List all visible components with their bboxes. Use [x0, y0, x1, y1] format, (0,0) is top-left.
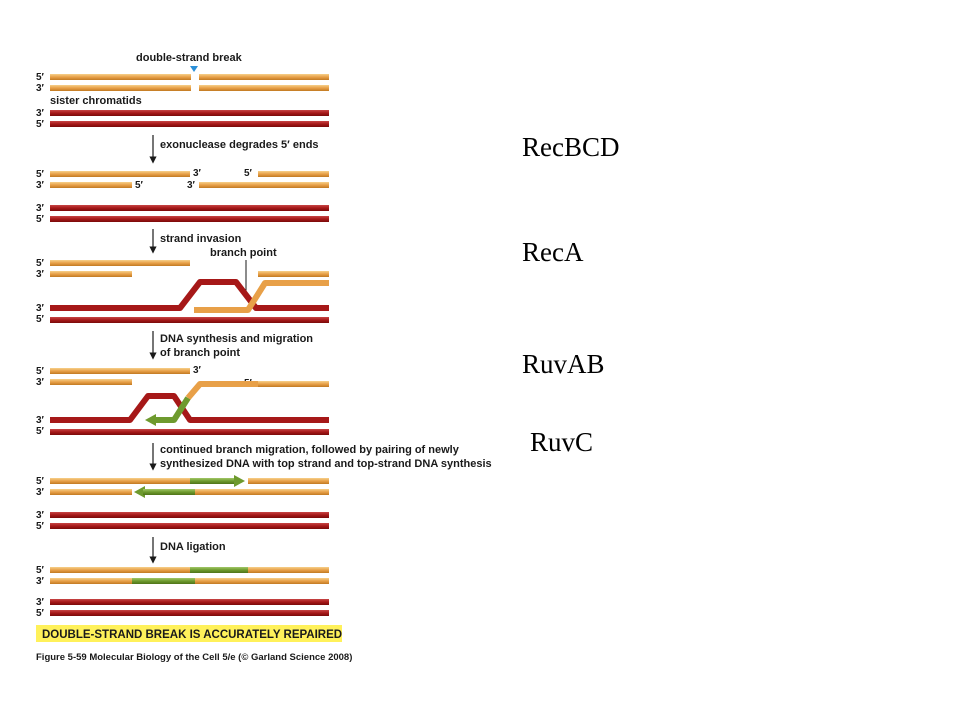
orange-strand	[50, 182, 132, 188]
end-label: 5′	[36, 214, 45, 225]
end-label: 3′	[36, 487, 45, 498]
red-strand	[50, 523, 329, 529]
result-banner	[36, 625, 342, 642]
orange-strand	[50, 489, 132, 495]
end-label: 3′	[193, 365, 202, 376]
enzyme-label-reca: RecA	[522, 237, 584, 267]
label-dna-ligation: DNA ligation	[160, 541, 226, 553]
label-double-strand-break: double-strand break	[136, 52, 243, 64]
end-label: 5′	[36, 314, 45, 325]
enzyme-label-recbcd: RecBCD	[522, 132, 620, 162]
label-dna-synthesis: DNA synthesis and migration	[160, 333, 313, 345]
orange-strand	[50, 260, 190, 266]
red-strand	[50, 110, 329, 116]
end-label: 5′	[36, 119, 45, 130]
end-label: 3′	[36, 269, 45, 280]
end-label: 3′	[36, 576, 45, 587]
end-label: 5′	[36, 521, 45, 532]
green-arrowhead-icon	[234, 475, 245, 487]
orange-strand	[199, 182, 329, 188]
end-label: 3′	[36, 108, 45, 119]
green-strand	[143, 489, 195, 495]
orange-strand	[50, 85, 191, 91]
end-label: 3′	[36, 203, 45, 214]
orange-strand	[258, 171, 329, 177]
red-strand	[50, 216, 329, 222]
orange-strand	[199, 74, 329, 80]
result-banner-text: DOUBLE-STRAND BREAK IS ACCURATELY REPAIR…	[42, 629, 342, 641]
end-label: 5′	[36, 72, 45, 83]
orange-strand	[50, 578, 132, 584]
end-label: 3′	[36, 83, 45, 94]
red-strand	[50, 317, 329, 323]
label-continued-migration: continued branch migration, followed by …	[160, 444, 460, 456]
end-label: 5′	[36, 366, 45, 377]
orange-strand	[50, 271, 132, 277]
green-strand	[190, 567, 248, 573]
orange-strand	[248, 567, 329, 573]
red-strand	[50, 610, 329, 616]
end-label: 3′	[36, 180, 45, 191]
end-label: 3′	[36, 415, 45, 426]
orange-strand	[50, 379, 132, 385]
orange-strand	[258, 381, 329, 387]
red-strand	[50, 512, 329, 518]
orange-strand	[50, 74, 191, 80]
end-label: 3′	[36, 597, 45, 608]
green-arrowhead-icon	[145, 414, 156, 426]
end-label: 3′	[36, 510, 45, 521]
break-marker-icon	[190, 66, 198, 72]
red-strand	[50, 393, 329, 423]
end-label: 5′	[36, 258, 45, 269]
end-label: 5′	[36, 426, 45, 437]
orange-strand	[185, 381, 258, 400]
end-label: 3′	[36, 377, 45, 388]
green-strand	[190, 478, 236, 484]
green-strand	[132, 578, 195, 584]
red-strand	[50, 279, 329, 311]
orange-strand	[50, 567, 190, 573]
end-label: 5′	[135, 180, 144, 191]
orange-strand	[194, 280, 329, 313]
enzyme-label-ruvc: RuvC	[530, 427, 593, 457]
orange-strand	[50, 368, 190, 374]
label-exonuclease: exonuclease degrades 5′ ends	[160, 139, 319, 151]
end-label: 5′	[36, 565, 45, 576]
end-label: 5′	[36, 476, 45, 487]
end-label: 3′	[36, 303, 45, 314]
label-branch-point: branch point	[210, 247, 277, 259]
end-label: 5′	[244, 168, 253, 179]
end-label: 5′	[36, 169, 45, 180]
red-strand	[50, 205, 329, 211]
orange-strand	[195, 489, 329, 495]
figure-caption: Figure 5-59 Molecular Biology of the Cel…	[36, 652, 352, 663]
green-arrowhead-icon	[134, 486, 145, 498]
red-strand	[50, 429, 329, 435]
orange-strand	[50, 478, 190, 484]
end-label: 5′	[36, 608, 45, 619]
label-dna-synthesis-2: of branch point	[160, 347, 240, 359]
orange-strand	[248, 478, 329, 484]
orange-strand	[258, 271, 329, 277]
end-label: 3′	[193, 168, 202, 179]
orange-strand	[195, 578, 329, 584]
label-strand-invasion: strand invasion	[160, 233, 242, 245]
enzyme-label-ruvab: RuvAB	[522, 349, 605, 379]
orange-strand	[50, 171, 190, 177]
green-strand	[152, 396, 191, 423]
label-sister-chromatids: sister chromatids	[50, 95, 142, 107]
orange-strand	[199, 85, 329, 91]
end-label: 3′	[187, 180, 196, 191]
label-continued-migration-2: synthesized DNA with top strand and top-…	[160, 458, 492, 470]
red-strand	[50, 599, 329, 605]
red-strand	[50, 121, 329, 127]
